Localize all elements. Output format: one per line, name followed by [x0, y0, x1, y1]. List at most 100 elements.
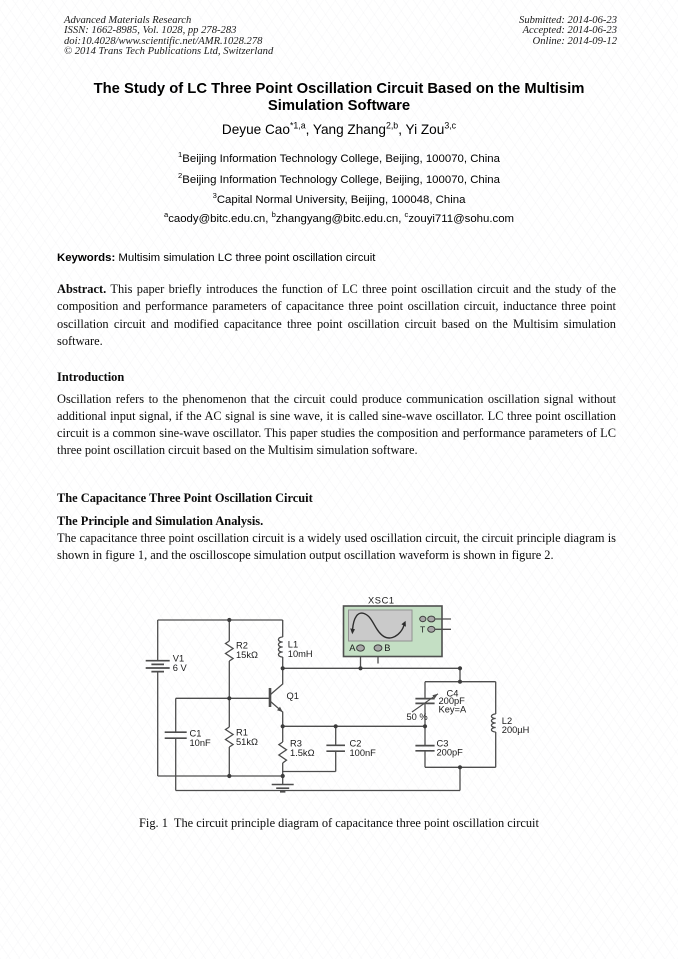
- keywords-line: Keywords: Multisim simulation LC three p…: [57, 252, 616, 264]
- r3-value-label: 1.5kΩ: [290, 748, 315, 758]
- accepted-date: Accepted: 2014-06-23: [522, 25, 617, 37]
- component-l1-inductor: [277, 636, 283, 658]
- keywords-text: Multisim simulation LC three point oscil…: [115, 251, 376, 264]
- c4-arrow-head: [432, 693, 438, 699]
- c2-value-label: 100nF: [350, 748, 377, 758]
- scope-terminals-right: [419, 615, 451, 633]
- component-r3-resistor: [277, 741, 288, 764]
- component-c1-capacitor: [164, 731, 187, 740]
- scope-terminal-t-label: T: [420, 624, 426, 634]
- sine-arrow-right: [401, 620, 406, 627]
- journal-issn: ISSN: 1662-8985, Vol. 1028, pp 278-283: [64, 25, 237, 37]
- scope-terminal-a-label: A: [349, 643, 356, 653]
- r2-value-label: 15kΩ: [236, 650, 258, 660]
- affiliation-text: Capital Normal University, Beijing, 1000…: [216, 193, 466, 206]
- email-superscript: c: [404, 210, 409, 220]
- r1-value-label: 51kΩ: [236, 737, 258, 747]
- r1-ref-label: R1: [236, 728, 248, 738]
- online-date: Online: 2014-09-12: [532, 35, 617, 47]
- email-text: zouyi711@sohu.com: [408, 213, 515, 226]
- author-name: Yang Zhang: [312, 121, 386, 137]
- author-separator: ,: [305, 121, 313, 137]
- c4-percent-label: 50 %: [407, 712, 428, 722]
- q1-emitter-arrow: [277, 706, 283, 712]
- abstract-label: Abstract.: [57, 282, 107, 296]
- c2-ref-label: C2: [350, 739, 362, 749]
- c1-value-label: 10nF: [190, 738, 212, 748]
- affiliation-1: 1Beijing Information Technology College,…: [0, 150, 678, 165]
- figure-1-caption: Fig. 1 The circuit principle diagram of …: [139, 815, 539, 830]
- c3-ref-label: C3: [437, 738, 449, 748]
- component-c2-capacitor: [326, 744, 345, 753]
- scope-terminal-b-label: B: [384, 643, 390, 653]
- submission-dates: Submitted: 2014-06-23 Accepted: 2014-06-…: [519, 15, 617, 58]
- journal-info: Advanced Materials Research ISSN: 1662-8…: [64, 15, 274, 58]
- journal-name: Advanced Materials Research: [64, 15, 192, 26]
- paper-title: The Study of LC Three Point Oscillation …: [0, 81, 678, 115]
- circuit-wires: [157, 619, 497, 792]
- introduction-heading: Introduction: [57, 369, 125, 384]
- author-superscript: 2,b: [385, 120, 399, 130]
- c3-value-label: 200pF: [437, 748, 464, 758]
- affiliation-text: Beijing Information Technology College, …: [182, 173, 500, 186]
- component-q1-transistor: [268, 668, 284, 727]
- email-superscript: a: [163, 210, 169, 220]
- q1-ref-label: Q1: [287, 691, 299, 701]
- component-r1-resistor: [224, 726, 235, 748]
- affiliation-2: 2Beijing Information Technology College,…: [0, 171, 678, 186]
- c1-ref-label: C1: [190, 729, 202, 739]
- component-r2-resistor: [224, 640, 235, 662]
- component-c4-variable-capacitor: [411, 693, 439, 713]
- paper-title-line2: Simulation Software: [267, 98, 411, 115]
- scope-terminals-bottom: [356, 644, 383, 652]
- email: acaody@bitc.edu.cn,: [163, 210, 272, 226]
- oscilloscope-screen: [348, 609, 413, 642]
- v1-ref-label: V1: [173, 654, 184, 664]
- author-separator: ,: [398, 121, 406, 137]
- affiliation-3: 3Capital Normal University, Beijing, 100…: [0, 191, 678, 206]
- journal-doi: doi:10.4028/www.scientific.net/AMR.1028.…: [64, 35, 263, 47]
- author-line: Deyue Cao*1,a, Yang Zhang2,b, Yi Zou3,c: [0, 120, 678, 137]
- r3-ref-label: R3: [290, 739, 302, 749]
- affiliation-superscript: 3: [212, 190, 217, 200]
- l1-value-label: 10mH: [288, 649, 313, 659]
- l1-ref-label: L1: [288, 639, 298, 649]
- author-superscript: 3,c: [444, 120, 457, 130]
- journal-copyright: © 2014 Trans Tech Publications Ltd, Swit…: [64, 46, 274, 58]
- author-name: Yi Zou: [405, 121, 445, 137]
- abstract-text: This paper briefly introduces the functi…: [57, 282, 616, 348]
- ground-symbol: [271, 776, 294, 793]
- v1-value-label: 6 V: [173, 663, 188, 673]
- c4-key-label: Key=A: [439, 704, 467, 714]
- email: bzhangyang@bitc.edu.cn,: [271, 210, 405, 226]
- l2-value-label: 200µH: [502, 725, 530, 735]
- author: Yang Zhang2,b,: [312, 120, 406, 137]
- xsc1-ref-label: XSC1: [368, 596, 395, 606]
- keywords-label: Keywords:: [57, 251, 116, 264]
- introduction-paragraph: Oscillation refers to the phenomenon tha…: [57, 391, 616, 458]
- affiliation-superscript: 1: [178, 150, 183, 159]
- sine-wave-icon: [351, 612, 406, 639]
- author-superscript: *1,a: [289, 120, 306, 130]
- capacitance-paragraph: The capacitance three point oscillation …: [57, 530, 616, 562]
- component-l2-inductor: [490, 713, 496, 733]
- sine-arrow-left: [350, 628, 355, 635]
- r2-ref-label: R2: [236, 640, 248, 650]
- abstract-paragraph: Abstract. This paper briefly introduces …: [57, 281, 616, 350]
- oscilloscope-xsc1: T A B: [342, 605, 451, 658]
- principle-subheading: The Principle and Simulation Analysis.: [57, 514, 264, 528]
- capacitance-section-heading: The Capacitance Three Point Oscillation …: [57, 491, 313, 505]
- c4-ref-label: C4: [447, 688, 459, 698]
- figure-1-circuit-diagram: V1 6 V R2 15kΩ R1 51kΩ R3 1.5kΩ L1 10mH …: [145, 596, 530, 793]
- l2-ref-label: L2: [502, 716, 512, 726]
- author: Deyue Cao*1,a,: [222, 120, 313, 137]
- component-c3-capacitor: [415, 744, 435, 752]
- junction-dots: [227, 617, 463, 779]
- author: Yi Zou3,c: [405, 120, 457, 137]
- email-text: caody@bitc.edu.cn,: [168, 213, 272, 226]
- email: czouyi711@sohu.com: [404, 210, 515, 226]
- email-text: zhangyang@bitc.edu.cn,: [275, 213, 405, 226]
- email-superscript: b: [271, 210, 276, 220]
- email-line: acaody@bitc.edu.cn, bzhangyang@bitc.edu.…: [0, 211, 678, 226]
- c4-value-label: 200pF: [439, 696, 466, 706]
